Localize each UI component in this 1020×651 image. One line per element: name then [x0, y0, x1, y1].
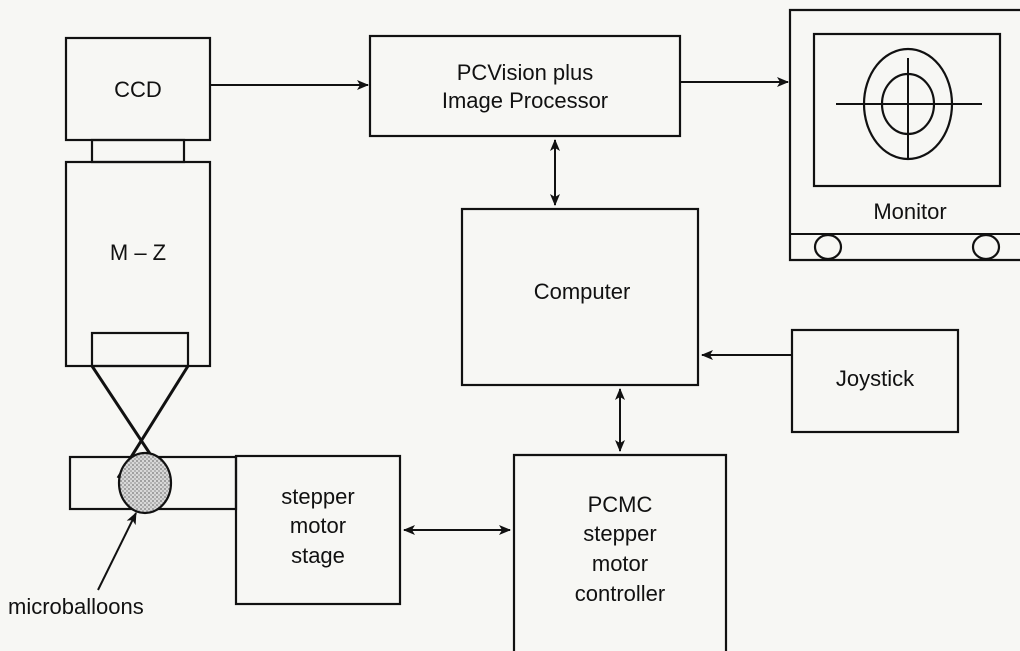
pcvision-label-line2: Image Processor [442, 88, 608, 113]
controller-label-line2: stepper [583, 521, 656, 546]
controller-label-line1: PCMC [588, 492, 653, 517]
objective-lens [90, 331, 190, 368]
computer-label: Computer [534, 279, 631, 304]
connections [210, 77, 792, 535]
stepper-motor-stage-block: stepper motor stage [234, 454, 402, 606]
microballoon-sample [117, 451, 173, 515]
joystick-block: Joystick [790, 328, 960, 434]
motor-controller-block: PCMC stepper motor controller [512, 453, 728, 651]
mz-label: M – Z [110, 240, 166, 265]
stage-label-line1: stepper [281, 484, 354, 509]
ccd-label: CCD [114, 77, 162, 102]
monitor-block: Monitor [788, 8, 1020, 262]
computer-block: Computer [460, 207, 700, 387]
ccd-block: CCD [64, 36, 212, 142]
microballoons-callout: microballoons [8, 512, 144, 619]
pcvision-label-line1: PCVision plus [457, 60, 594, 85]
ccd-coupler [90, 138, 186, 164]
controller-label-line4: controller [575, 581, 665, 606]
monitor-label: Monitor [873, 199, 946, 224]
stage-label-line3: stage [291, 543, 345, 568]
stage-label-line2: motor [290, 513, 346, 538]
microballoons-label: microballoons [8, 594, 144, 619]
crosshair-icon [836, 47, 982, 161]
controller-label-line3: motor [592, 551, 648, 576]
image-processor-block: PCVision plus Image Processor [368, 34, 682, 138]
joystick-label: Joystick [836, 366, 915, 391]
